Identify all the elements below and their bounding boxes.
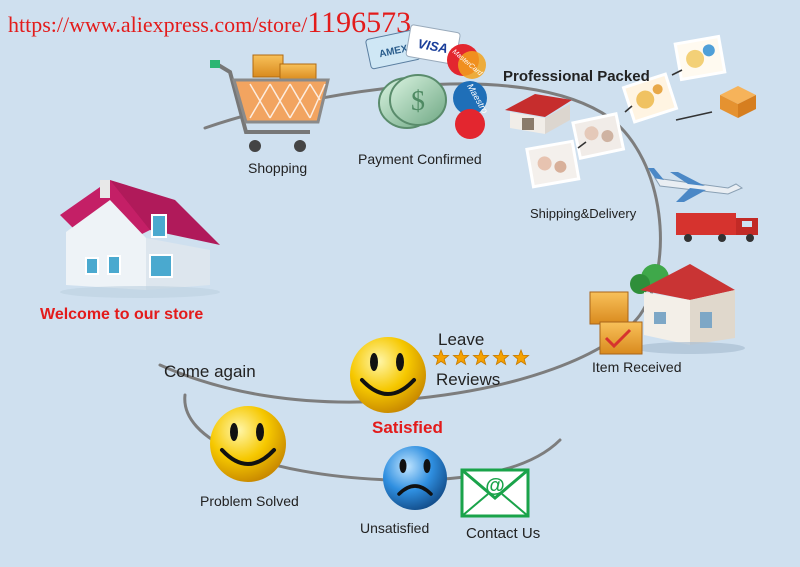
visa-card-label: VISA <box>417 36 449 56</box>
path-bottom-arc <box>183 393 562 482</box>
label-problem-solved: Problem Solved <box>200 493 299 509</box>
review-star-icon <box>492 348 510 366</box>
label-unsatisfied: Unsatisfied <box>360 520 430 536</box>
review-star-icon <box>512 348 530 366</box>
review-smiley-icon <box>350 337 426 413</box>
truck-icon <box>676 213 758 242</box>
payment-cards: AMEX VISA MasterCard Maestro <box>365 24 490 139</box>
shopping-cart-icon <box>210 54 330 152</box>
label-shopping: Shopping <box>248 160 308 176</box>
label-shipping-delivery: Shipping&Delivery <box>530 206 637 221</box>
mastercard-logo: MasterCard <box>447 44 486 79</box>
store-url[interactable]: https://www.aliexpress.com/store/1196573 <box>8 6 411 40</box>
maestro-logo: Maestro <box>453 81 490 139</box>
coins-icon: $ <box>378 74 447 129</box>
label-item-received: Item Received <box>592 359 682 375</box>
review-star-icon <box>472 348 490 366</box>
problem-solved-smiley-icon <box>210 406 286 482</box>
review-stars <box>432 348 530 366</box>
label-welcome: Welcome to our store <box>40 306 204 323</box>
label-come-again: Come again <box>164 362 256 381</box>
svg-text:@: @ <box>485 475 505 497</box>
label-reviews: Reviews <box>436 370 501 389</box>
review-star-icon <box>452 348 470 366</box>
review-star-icon <box>432 348 450 366</box>
store-house-icon <box>60 180 220 298</box>
store-url-prefix: https://www.aliexpress.com/store/ <box>8 12 308 37</box>
label-professional-packed: Professional Packed <box>503 68 650 85</box>
warehouse-icon <box>505 94 572 134</box>
airplane-icon <box>648 168 744 202</box>
label-leave: Leave <box>438 330 485 349</box>
label-satisfied: Satisfied <box>372 418 443 437</box>
label-payment-confirmed: Payment Confirmed <box>358 151 482 167</box>
label-contact-us[interactable]: Contact Us <box>466 525 541 542</box>
packing-photos <box>525 34 756 189</box>
dollar-sign: $ <box>411 86 425 117</box>
unsatisfied-face-icon <box>383 446 447 510</box>
received-house-icon <box>589 264 745 355</box>
envelope-icon[interactable]: @ <box>460 468 530 518</box>
